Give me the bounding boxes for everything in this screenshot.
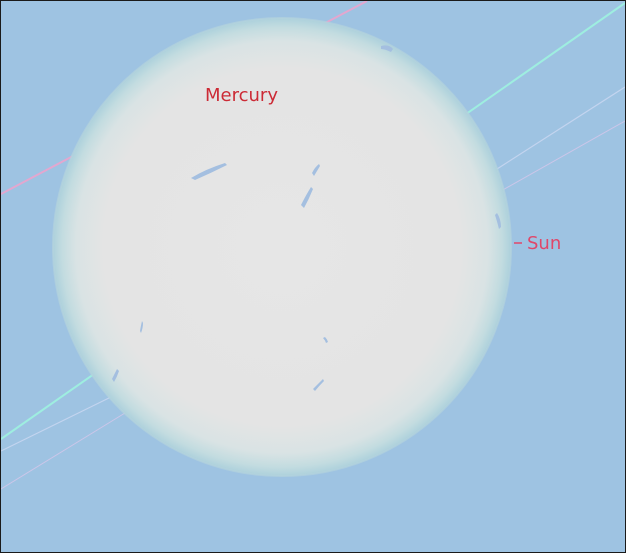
sun-body	[53, 18, 511, 476]
faint-line-bottom-left-2	[1, 412, 126, 490]
sunspot	[313, 379, 324, 391]
sunspot	[312, 164, 320, 176]
sunspot	[495, 213, 501, 229]
faint-line-lower	[500, 120, 625, 192]
sunspot	[191, 163, 227, 180]
sunspot	[381, 45, 393, 52]
sunspot	[301, 187, 313, 208]
sunspots	[112, 45, 501, 391]
sun-label[interactable]: Sun	[527, 233, 562, 254]
sun-limb	[52, 17, 512, 477]
sunspot	[323, 337, 328, 343]
faint-line-upper	[496, 86, 625, 170]
mercury-label[interactable]: Mercury	[205, 85, 278, 106]
sun-disk[interactable]	[52, 17, 512, 477]
sunspot	[140, 321, 143, 333]
sunspot	[112, 369, 119, 382]
faint-line-bottom-left-1	[1, 395, 114, 452]
